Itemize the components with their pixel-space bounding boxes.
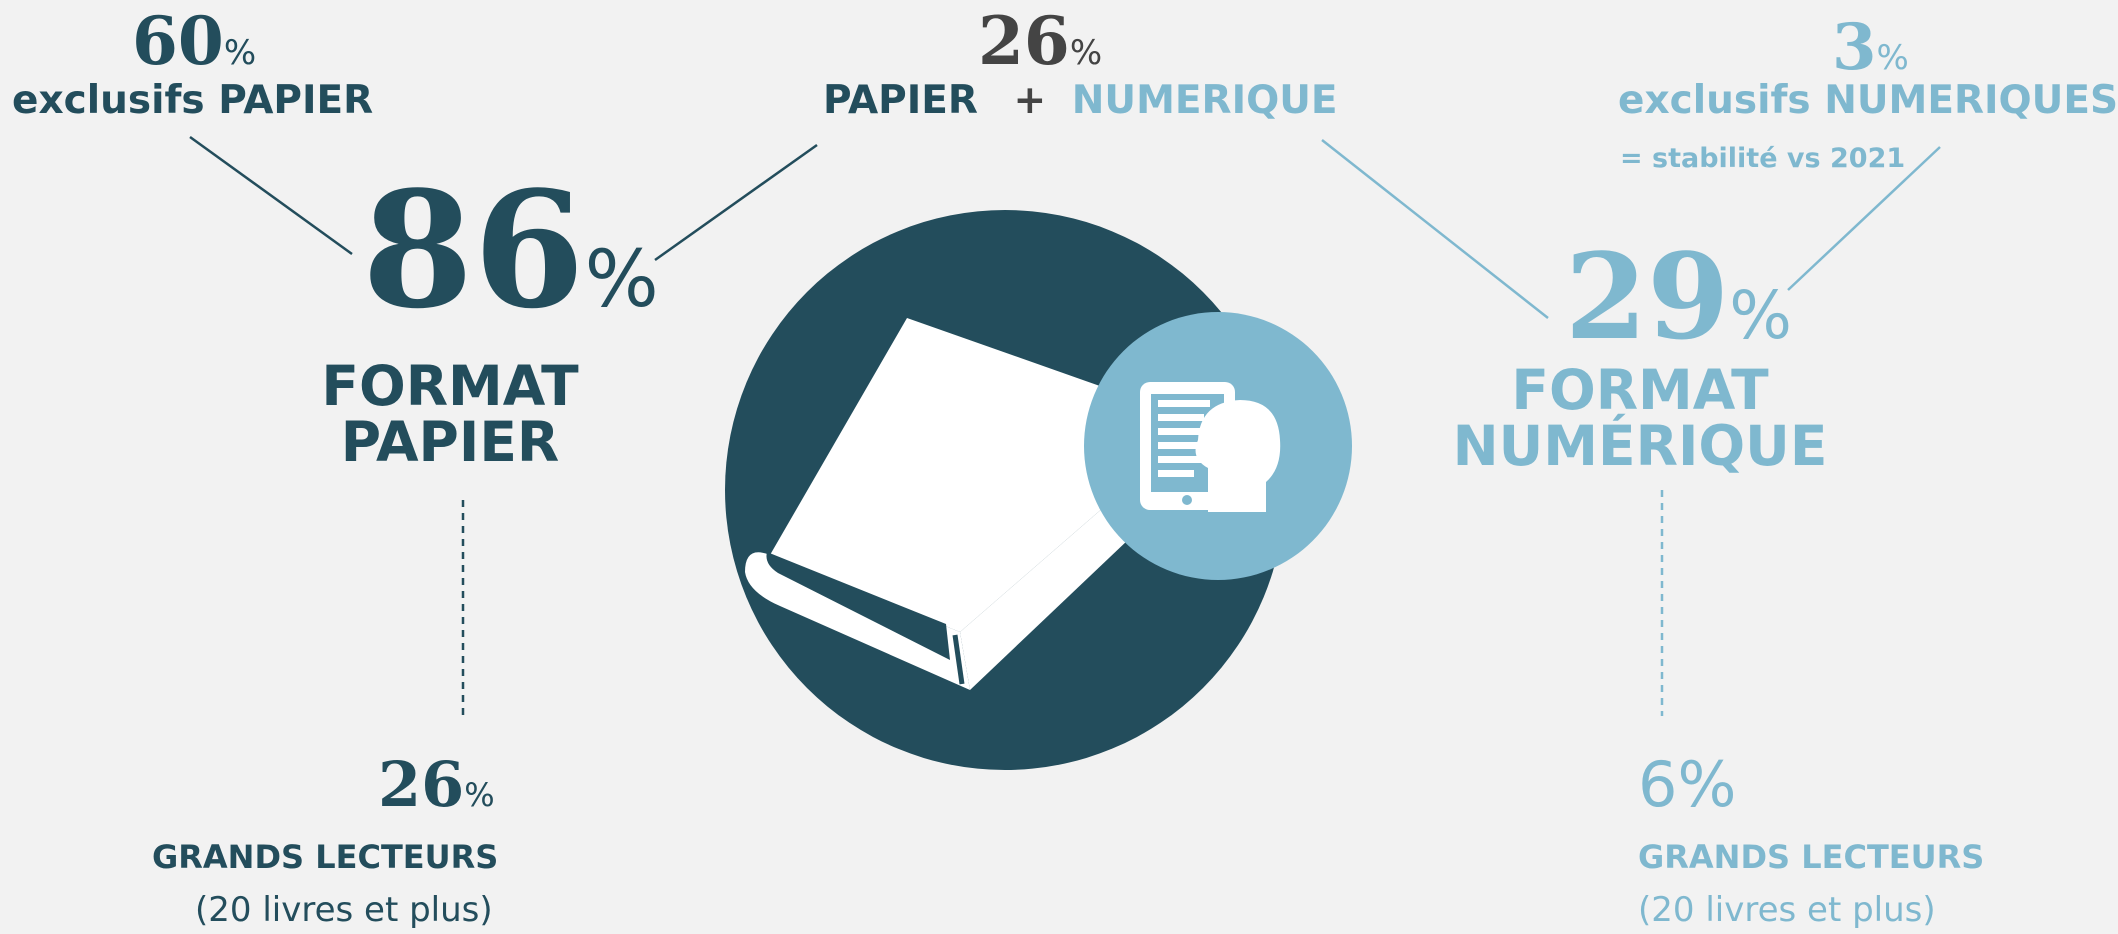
paper-format-value: 86% xyxy=(362,170,659,330)
reading-illustration xyxy=(725,210,1352,770)
paper-big-readers-sub: (20 livres et plus) xyxy=(195,890,493,930)
digital-exclusive-label: exclusifs NUMERIQUES xyxy=(1618,78,2118,123)
both-label-plus: + xyxy=(1013,78,1047,123)
digital-format-line2: NUMÉRIQUE xyxy=(1452,414,1828,478)
both-formats-value: 26% xyxy=(978,2,1102,80)
digital-format-label: FORMAT NUMÉRIQUE xyxy=(1420,362,1860,474)
paper-exclusive-unit: % xyxy=(223,33,257,73)
digital-exclusive-number: 3 xyxy=(1832,10,1877,85)
both-formats-label: PAPIER + NUMERIQUE xyxy=(823,78,1338,123)
digital-format-line1: FORMAT xyxy=(1511,358,1769,422)
paper-format-number: 86 xyxy=(362,156,585,344)
both-formats-number: 26 xyxy=(978,2,1070,80)
paper-big-readers-unit: % xyxy=(464,776,495,814)
both-formats-unit: % xyxy=(1069,33,1103,73)
both-label-digital: NUMERIQUE xyxy=(1071,78,1338,123)
connector-digital-exclusive xyxy=(1787,146,1941,291)
digital-exclusive-value: 3% xyxy=(1832,10,1909,85)
connector-paper-exclusive xyxy=(189,135,353,256)
digital-big-readers-label: GRANDS LECTEURS xyxy=(1638,838,1985,876)
connector-both-digital xyxy=(1321,139,1549,319)
digital-exclusive-note: = stabilité vs 2021 xyxy=(1620,143,1906,174)
paper-format-unit: % xyxy=(584,235,659,325)
both-label-paper: PAPIER xyxy=(823,78,978,123)
paper-format-line1: FORMAT xyxy=(321,354,579,418)
paper-exclusive-value: 60% xyxy=(132,2,256,80)
digital-format-unit: % xyxy=(1729,277,1792,354)
digital-format-number: 29 xyxy=(1565,227,1730,366)
digital-exclusive-unit: % xyxy=(1876,38,1909,78)
paper-exclusive-number: 60 xyxy=(132,2,224,80)
paper-exclusive-label: exclusifs PAPIER xyxy=(12,78,374,123)
paper-format-label: FORMAT PAPIER xyxy=(240,358,660,470)
paper-big-readers-label: GRANDS LECTEURS xyxy=(152,838,499,876)
paper-big-readers-value: 26% xyxy=(378,748,495,821)
paper-format-line2: PAPIER xyxy=(340,410,560,474)
tablet-reader-icon xyxy=(1140,382,1281,512)
paper-big-readers-number: 26 xyxy=(378,748,465,821)
digital-big-readers-sub: (20 livres et plus) xyxy=(1638,890,1936,930)
connector-both-paper xyxy=(654,143,818,262)
digital-big-readers-value: 6% xyxy=(1638,748,1737,821)
digital-format-value: 29% xyxy=(1565,238,1792,356)
